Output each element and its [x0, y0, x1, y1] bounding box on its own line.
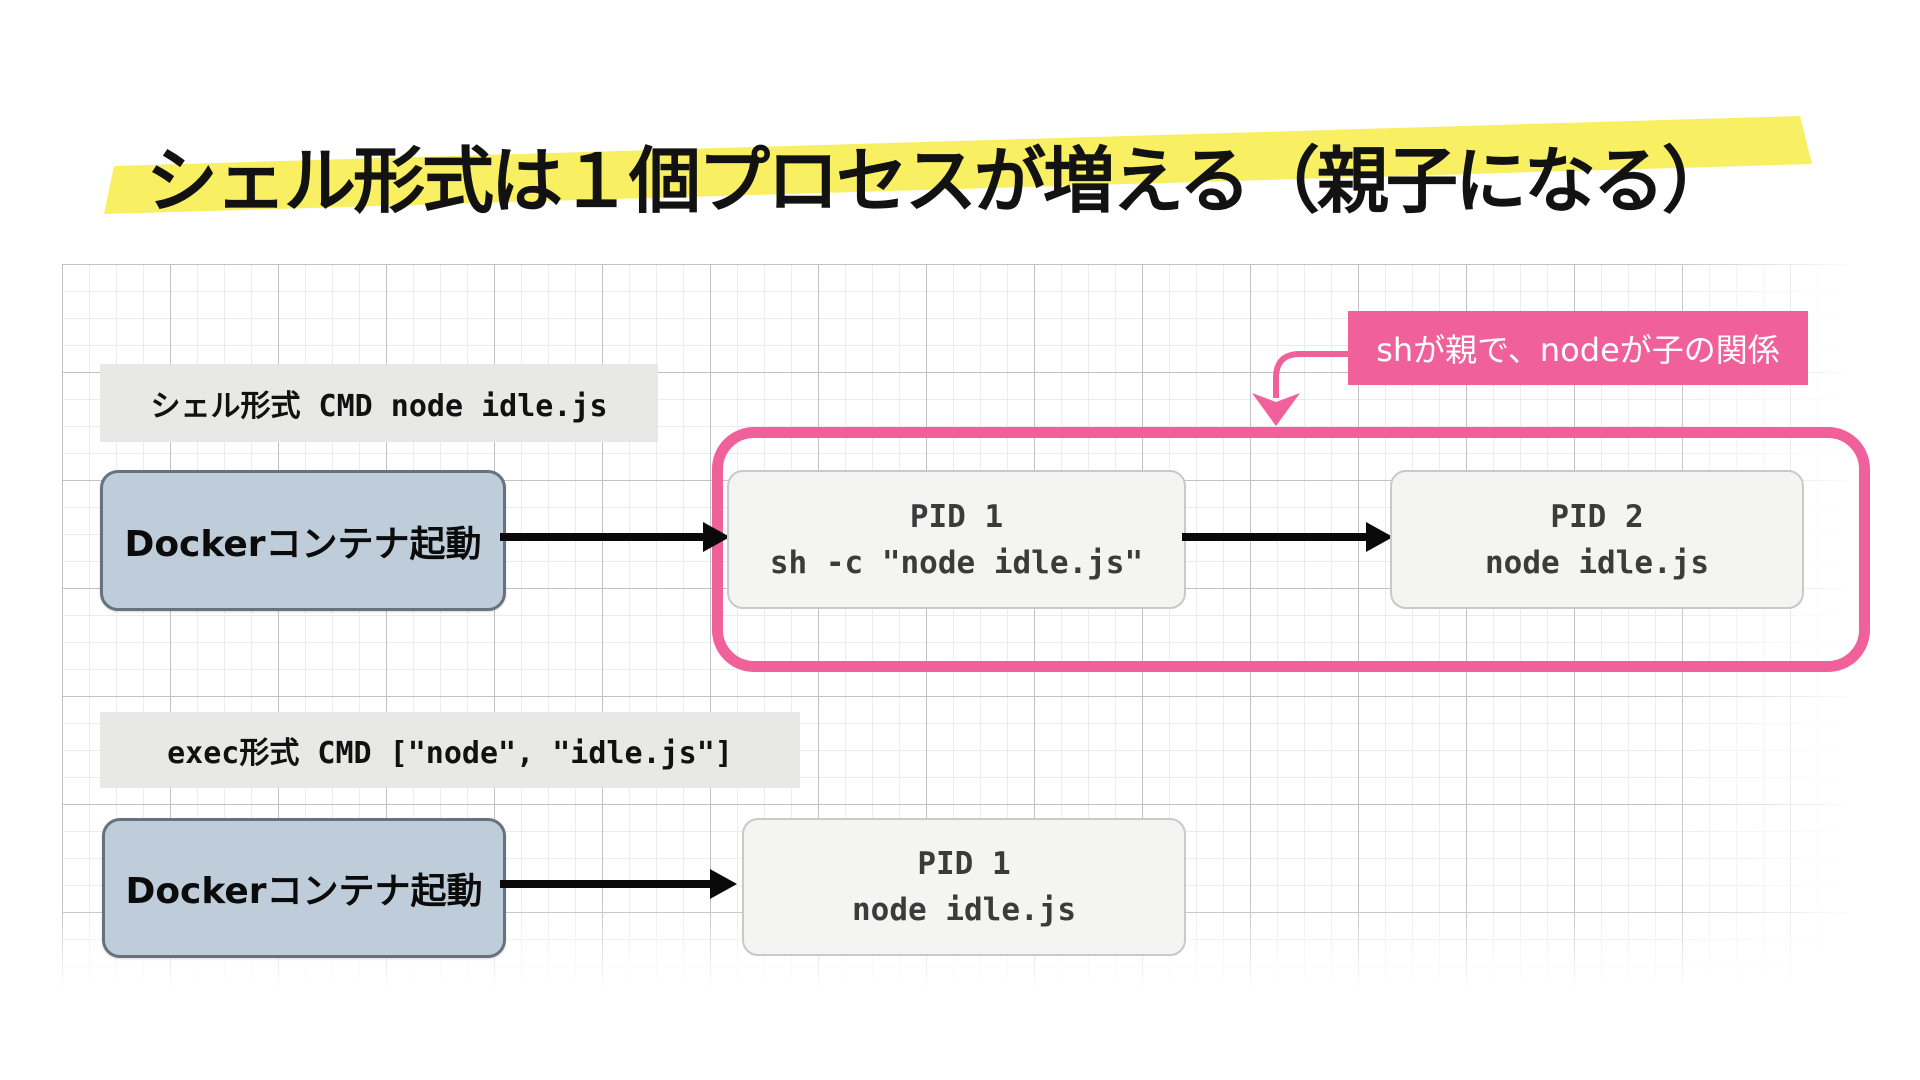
pid-command: sh -c "node idle.js": [769, 544, 1144, 581]
pid-number: PID 1: [909, 498, 1004, 535]
exec-pid1-node: PID 1 node idle.js: [742, 818, 1186, 956]
arrowhead-right-icon: [1366, 522, 1393, 552]
shell-pid2-node: PID 2 node idle.js: [1390, 470, 1804, 609]
arrow-shaft: [500, 533, 705, 541]
pid-command: node idle.js: [1485, 544, 1709, 581]
pid-command: node idle.js: [852, 892, 1076, 928]
arrow-shaft: [1182, 533, 1368, 541]
arrowhead-right-icon: [703, 522, 730, 552]
arrowhead-right-icon: [710, 869, 737, 899]
exec-form-label: exec形式 CMD ["node", "idle.js"]: [100, 712, 800, 788]
arrow-shaft: [500, 880, 712, 888]
shell-docker-start-node: Dockerコンテナ起動: [100, 470, 506, 611]
shell-form-label: シェル形式 CMD node idle.js: [100, 364, 658, 442]
exec-docker-start-node: Dockerコンテナ起動: [102, 818, 506, 958]
shell-pid1-node: PID 1 sh -c "node idle.js": [727, 470, 1186, 609]
pid-number: PID 2: [1550, 498, 1644, 535]
page-title: シェル形式は１個プロセスが増える（親子になる）: [146, 139, 1734, 224]
parent-child-callout: shが親で、nodeが子の関係: [1348, 311, 1808, 385]
pid-number: PID 1: [917, 846, 1011, 882]
